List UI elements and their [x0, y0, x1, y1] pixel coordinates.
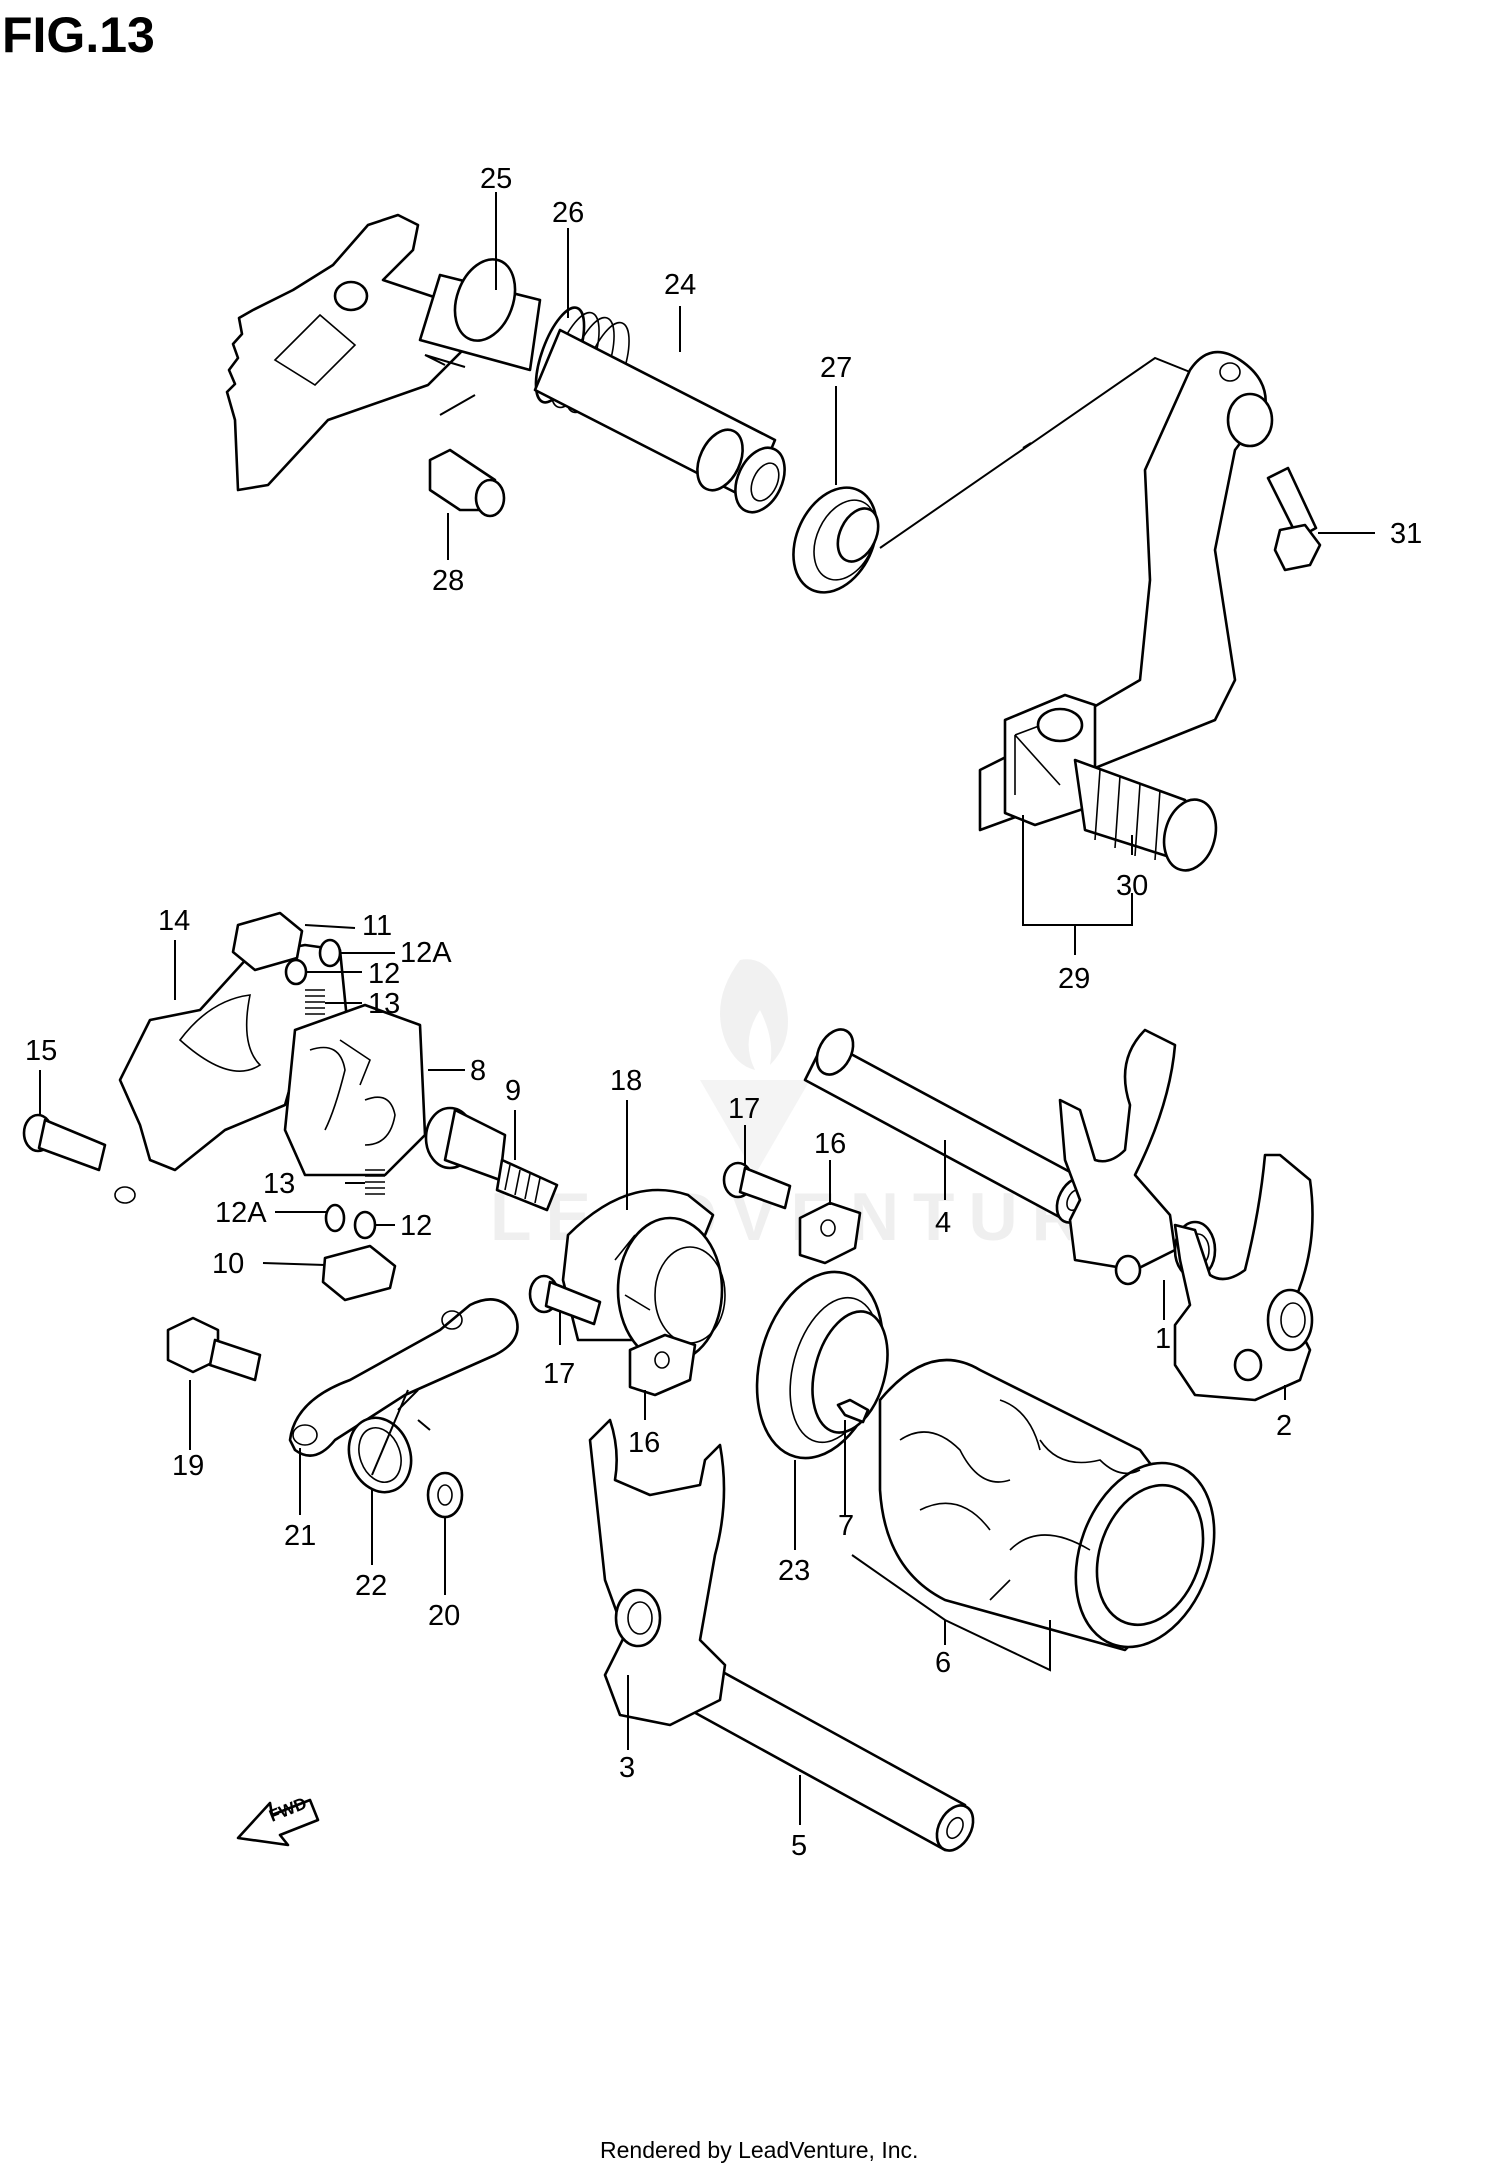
callout-5: 5: [791, 1830, 807, 1862]
part-10-cam-plate[interactable]: [321, 1244, 397, 1302]
callout-16-bottom: 16: [628, 1427, 660, 1459]
callout-15: 15: [25, 1035, 57, 1067]
callout-12A-top: 12A: [400, 937, 452, 969]
callout-6: 6: [935, 1647, 951, 1679]
part-17-screw-bottom[interactable]: [528, 1274, 602, 1326]
callout-19: 19: [172, 1450, 204, 1482]
part-13-spring-top[interactable]: [305, 989, 325, 1015]
part-20-washer[interactable]: [426, 1471, 464, 1519]
part-16-bearing-bottom[interactable]: [628, 1333, 697, 1397]
callout-24: 24: [664, 269, 696, 301]
part-6-gear-shift-cam-drum[interactable]: [878, 1358, 1239, 1667]
callout-11: 11: [362, 910, 392, 942]
callout-29: 29: [1058, 963, 1090, 995]
callout-12A-bottom: 12A: [215, 1197, 267, 1229]
callout-20: 20: [428, 1600, 460, 1632]
leader-shaft-to-pedal: [879, 356, 1191, 549]
footer-credit: Rendered by LeadVenture, Inc.: [600, 2137, 918, 2163]
callout-28: 28: [432, 565, 464, 597]
part-12-pin-top[interactable]: [284, 958, 308, 986]
part-17-screw-top[interactable]: [722, 1161, 792, 1210]
callout-10: 10: [212, 1248, 244, 1280]
part-25-shift-arm[interactable]: [225, 213, 542, 492]
callout-31: 31: [1390, 518, 1422, 550]
callout-25: 25: [480, 163, 512, 195]
part-13-spring-bottom[interactable]: [365, 1169, 385, 1195]
part-28-bolt[interactable]: [428, 448, 506, 518]
part-24-shift-shaft[interactable]: [533, 328, 794, 520]
callout-30: 30: [1116, 870, 1148, 902]
part-2-shift-fork[interactable]: [1173, 1153, 1314, 1402]
part-31-bolt[interactable]: [1266, 466, 1322, 572]
callout-23: 23: [778, 1555, 810, 1587]
callout-21: 21: [284, 1520, 316, 1552]
callout-labels: 25 26 24 27 28 31 30 29 14 11 12A 12 13 …: [25, 163, 1422, 1862]
part-29-gearshift-lever[interactable]: [978, 350, 1274, 832]
part-11-cam-pin[interactable]: [231, 911, 304, 972]
part-15-screw[interactable]: [22, 1113, 107, 1172]
part-19-bolt[interactable]: [166, 1316, 262, 1382]
part-7-pin[interactable]: [836, 1398, 870, 1424]
callout-9: 9: [505, 1075, 521, 1107]
callout-12-top: 12: [368, 958, 400, 990]
callout-13-top: 13: [368, 988, 400, 1020]
callout-27: 27: [820, 352, 852, 384]
callout-1: 1: [1155, 1323, 1171, 1355]
part-12-pin-bottom[interactable]: [353, 1210, 377, 1240]
callout-4: 4: [935, 1207, 951, 1239]
part-12A-pin-bottom[interactable]: [324, 1203, 346, 1233]
part-27-oil-seal[interactable]: [777, 474, 892, 606]
callout-13-bottom: 13: [263, 1168, 295, 1200]
callout-22: 22: [355, 1570, 387, 1602]
callout-2: 2: [1276, 1410, 1292, 1442]
part-8-cam[interactable]: [283, 1003, 427, 1177]
callout-14: 14: [158, 905, 190, 937]
part-21-stopper-arm[interactable]: [288, 1298, 519, 1457]
part-30-lever-rubber[interactable]: [1073, 758, 1223, 876]
leader-lines: [39, 192, 1375, 1825]
callout-3: 3: [619, 1752, 635, 1784]
part-12A-pin-top[interactable]: [318, 938, 342, 968]
callout-12-bottom: 12: [400, 1210, 432, 1242]
callout-17-bottom: 17: [543, 1358, 575, 1390]
leader-shaft-to-pedal-dash: [1022, 442, 1032, 449]
part-9-bolt[interactable]: [424, 1106, 559, 1212]
callout-18: 18: [610, 1065, 642, 1097]
callout-7: 7: [838, 1510, 854, 1542]
callout-26: 26: [552, 197, 584, 229]
figure-title: FIG.13: [2, 7, 155, 63]
fwd-arrow-icon: FWD: [236, 1794, 320, 1847]
callout-16-top: 16: [814, 1128, 846, 1160]
callout-17-top: 17: [728, 1093, 760, 1125]
part-3-shift-fork[interactable]: [588, 1418, 727, 1727]
callout-8: 8: [470, 1055, 486, 1087]
part-23-bearing[interactable]: [737, 1258, 902, 1473]
